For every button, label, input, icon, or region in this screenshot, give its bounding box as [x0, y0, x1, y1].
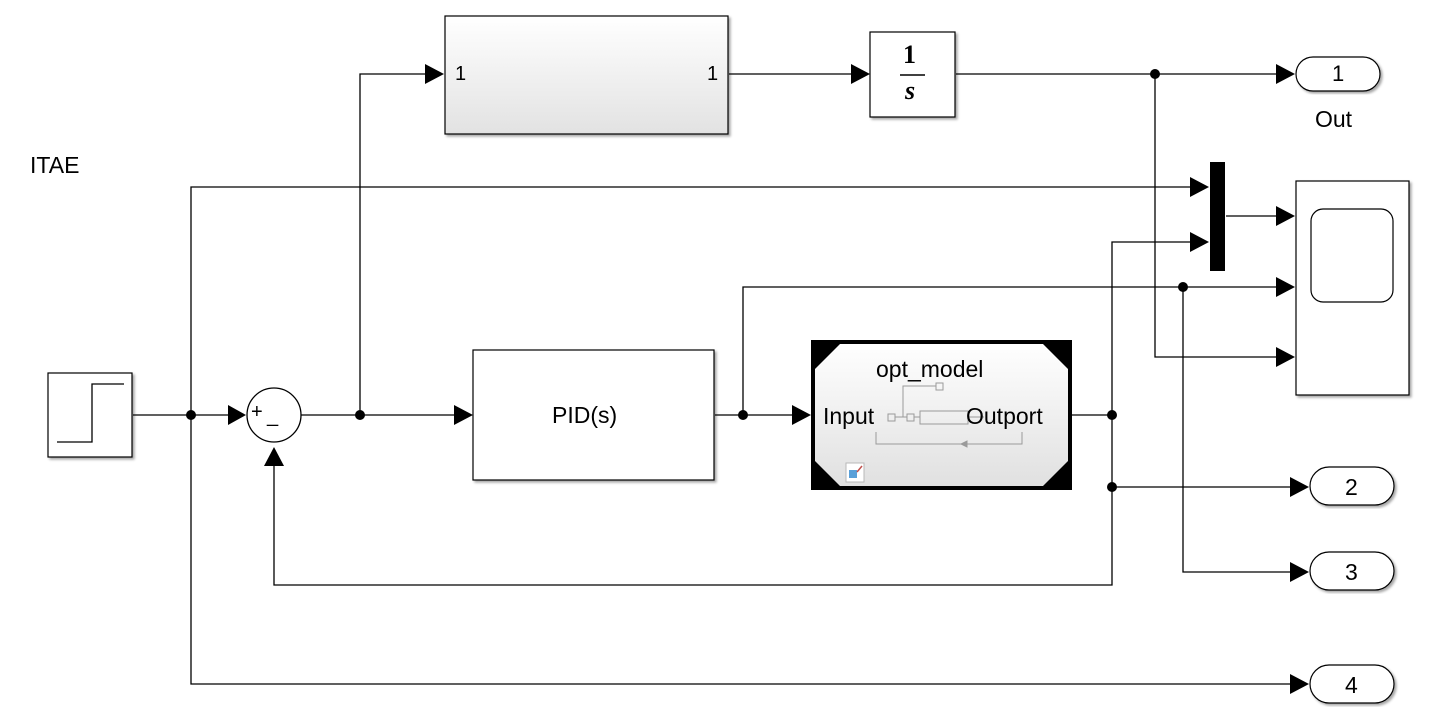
outport-3[interactable]	[1309, 551, 1395, 591]
arrowhead	[264, 447, 284, 466]
outport-2[interactable]	[1309, 466, 1395, 506]
step-icon	[57, 383, 124, 443]
arrowhead	[851, 64, 870, 84]
branch-point	[1107, 482, 1117, 492]
integrator-block[interactable]	[869, 31, 956, 118]
arrowhead	[1276, 277, 1295, 297]
branch-point	[738, 410, 748, 420]
sum-minus-sign: _	[267, 405, 279, 427]
arrowhead	[1190, 177, 1209, 197]
step-block[interactable]	[47, 372, 133, 458]
arrowhead	[1290, 562, 1309, 582]
model-reference-block[interactable]	[811, 340, 1072, 490]
arrowhead	[1276, 64, 1295, 84]
outport-3-number: 3	[1345, 559, 1358, 585]
arrowhead	[425, 64, 444, 84]
arrowhead	[454, 405, 473, 425]
arrowhead	[1276, 206, 1295, 226]
arrowheads	[228, 64, 1309, 694]
model-name-label: opt_model	[876, 356, 984, 382]
model-link-icon	[845, 462, 865, 483]
wire-reference-to-out4[interactable]	[190, 415, 1292, 685]
wire-integral-to-scope[interactable]	[1154, 74, 1276, 358]
wire-reference-to-mux[interactable]	[190, 186, 1190, 415]
integrator-numerator: 1	[903, 40, 916, 69]
branch-point	[355, 410, 365, 420]
corner-mark	[815, 461, 840, 486]
mux-block[interactable]	[1210, 162, 1225, 271]
wire-error-to-subsystem[interactable]	[359, 73, 425, 415]
arrowhead	[1276, 347, 1295, 367]
outport-1-name: Out	[1315, 106, 1353, 132]
sum-block[interactable]	[246, 387, 302, 443]
arrowhead	[1290, 674, 1309, 694]
signal-lines	[133, 73, 1292, 685]
branch-point	[1150, 69, 1160, 79]
scope-screen-icon	[1310, 208, 1394, 303]
outport-4-number: 4	[1345, 672, 1358, 698]
sum-plus-sign: +	[251, 401, 263, 423]
integrator-denominator: s	[905, 76, 916, 105]
pid-block[interactable]	[472, 349, 715, 481]
corner-mark	[1043, 461, 1068, 486]
wire-control-to-out3[interactable]	[1182, 287, 1292, 573]
branch-point	[1107, 410, 1117, 420]
branch-point	[186, 410, 196, 420]
subsystem-output-port-label: 1	[707, 63, 719, 85]
pid-label: PID(s)	[552, 402, 618, 428]
arrowhead	[228, 405, 246, 425]
subsystem-block[interactable]	[444, 15, 729, 135]
model-input-port-label: Input	[823, 403, 875, 429]
arrowhead	[1290, 477, 1309, 497]
model-output-port-label: Outport	[966, 403, 1043, 429]
outport-2-number: 2	[1345, 474, 1358, 500]
outport-1-number: 1	[1332, 61, 1345, 86]
outport-1[interactable]	[1295, 56, 1381, 92]
outport-4[interactable]	[1309, 664, 1395, 704]
model-preview-icon	[875, 382, 1023, 448]
branch-point	[1178, 282, 1188, 292]
arrowhead	[792, 405, 811, 425]
branch-points	[186, 69, 1188, 492]
scope-block[interactable]	[1295, 180, 1410, 396]
arrowhead	[1190, 232, 1209, 252]
subsystem-input-port-label: 1	[455, 63, 467, 85]
wire-feedback-to-sum[interactable]	[273, 415, 1113, 586]
wire-output-to-mux[interactable]	[1111, 241, 1190, 415]
corner-mark	[815, 344, 840, 369]
wire-control-to-scope[interactable]	[742, 286, 1276, 415]
itae-annotation: ITAE	[30, 152, 80, 178]
corner-mark	[1043, 344, 1068, 369]
